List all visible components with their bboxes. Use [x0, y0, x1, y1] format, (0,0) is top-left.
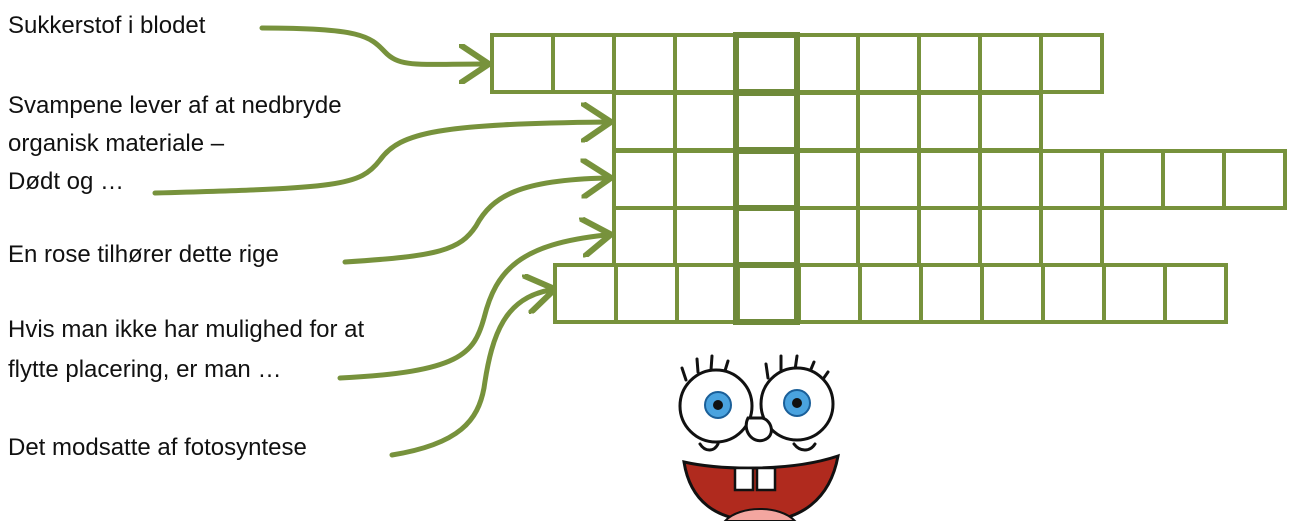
tooth-left: [733, 466, 755, 492]
arrow-clue-1: [259, 25, 484, 64]
crossword-cell-row1-2[interactable]: [551, 33, 616, 94]
crossword-cell-row1-10[interactable]: [1039, 33, 1104, 94]
spongebob-face: [678, 354, 840, 521]
arrow-clue-4: [337, 235, 606, 381]
clue-1-text: Sukkerstof i blodet: [8, 12, 206, 39]
clue-2-text-line2: organisk materiale –: [8, 130, 225, 157]
crossword-cell-row3-2[interactable]: [673, 149, 738, 210]
crossword-cell-row3-11[interactable]: [1222, 149, 1287, 210]
crossword-cell-row1-4[interactable]: [673, 33, 738, 94]
clue-3-text: En rose tilhører dette rige: [8, 241, 279, 268]
crossword-cell-row1-8[interactable]: [917, 33, 982, 94]
crossword-cell-row1-9[interactable]: [978, 33, 1043, 94]
crossword-cell-row2-2[interactable]: [673, 91, 738, 152]
crossword-cell-row5-11[interactable]: [1163, 263, 1228, 324]
crossword-cell-row3-6[interactable]: [917, 149, 982, 210]
clue-2-text-line3: Dødt og …: [8, 168, 125, 195]
clue-5-text: Det modsatte af fotosyntese: [8, 434, 307, 461]
tongue: [723, 508, 797, 521]
arrow-clue-2: [152, 122, 606, 196]
crossword-cell-row4-8[interactable]: [1039, 206, 1104, 267]
crossword-cell-row5-10[interactable]: [1102, 263, 1167, 324]
clue-2-text-line1: Svampene lever af at nedbryde: [8, 92, 342, 119]
arrow-clue-3: [342, 178, 606, 265]
nose: [744, 416, 773, 443]
solution-cell-row5: [733, 262, 800, 325]
clue-4-text-line1: Hvis man ikke har mulighed for at: [8, 316, 365, 343]
crossword-cell-row5-8[interactable]: [980, 263, 1045, 324]
crossword-cell-row2-3[interactable]: [734, 91, 799, 152]
clue-4-text-line2: flytte placering, er man …: [8, 356, 282, 383]
tooth-right: [755, 466, 777, 492]
crossword-cell-row2-7[interactable]: [978, 91, 1043, 152]
crossword-cell-row5-1[interactable]: [553, 263, 618, 324]
crossword-cell-row2-6[interactable]: [917, 91, 982, 152]
eyelashes-left: [680, 354, 730, 382]
crossword-cell-row5-2[interactable]: [614, 263, 679, 324]
arrow-clue-5: [389, 290, 550, 458]
